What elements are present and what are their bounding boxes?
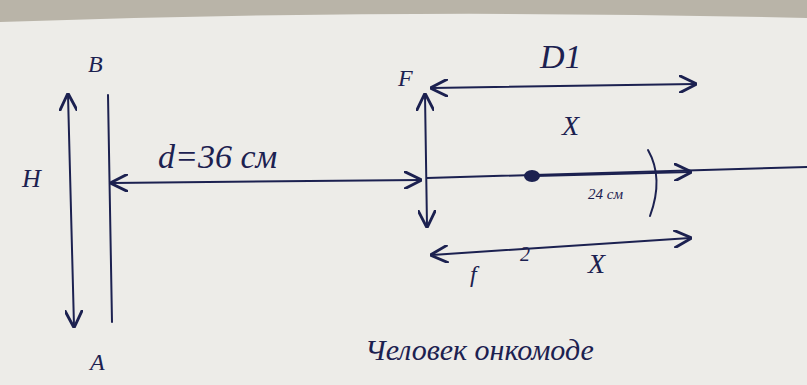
sketch-label: d=36 см	[158, 140, 277, 174]
focal-arrow	[432, 238, 690, 255]
sketch-label: F	[398, 66, 413, 90]
power-arrow	[432, 84, 695, 88]
distance-arrow-24	[535, 172, 690, 176]
sketch-label: D1	[540, 40, 582, 74]
focus-dot	[524, 170, 540, 182]
sketch-label: Человек онкомоде	[365, 335, 594, 365]
paper-edge	[0, 0, 807, 22]
sketch-label: 24 см	[588, 187, 623, 202]
optical-axis	[427, 167, 807, 178]
sketch-label: X	[562, 112, 579, 140]
arc-mark	[648, 150, 657, 216]
sketch-label: H	[22, 166, 41, 192]
sketch-label: A	[90, 350, 105, 374]
height-arrow	[68, 95, 74, 326]
object-line	[108, 95, 112, 322]
sketch-label: B	[88, 52, 103, 76]
sketch-label: 2	[520, 244, 530, 264]
distance-arrow	[112, 180, 420, 183]
sketch-label: f	[470, 262, 477, 286]
lens-line	[425, 95, 427, 226]
sketch-label: X	[588, 250, 605, 278]
